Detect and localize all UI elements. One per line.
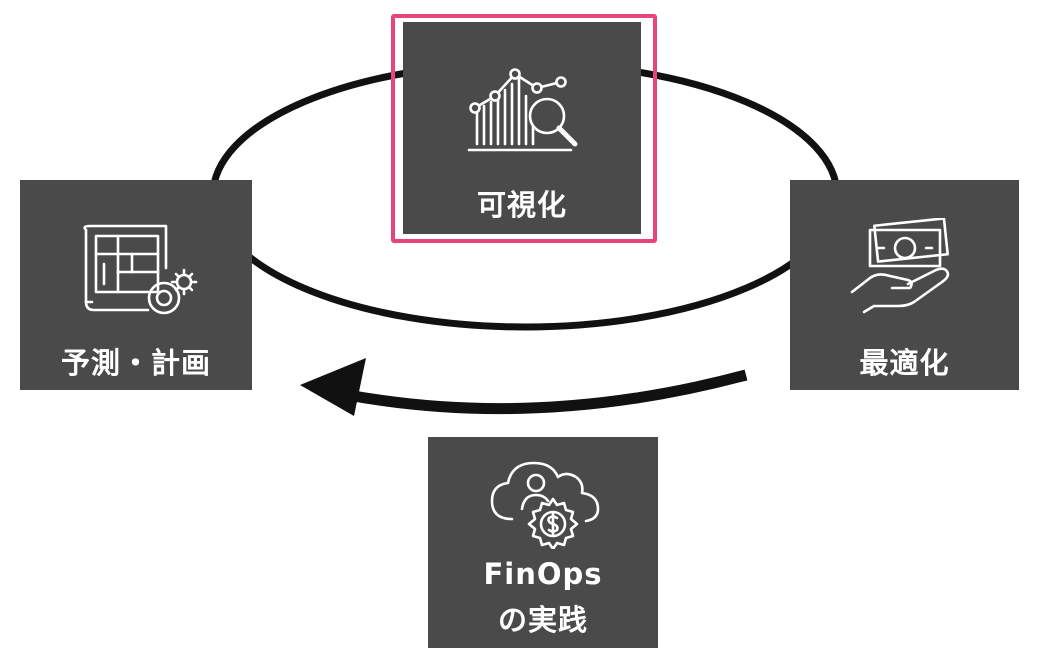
return-arrow-head [300, 358, 366, 416]
hand-money-icon [850, 218, 950, 314]
node-optimize-label: 最適化 [859, 346, 950, 380]
chart-magnifier-icon [467, 68, 578, 152]
node-visualize: 可視化 [403, 22, 641, 234]
cloud-person-dollar-gear-icon [490, 461, 600, 549]
node-forecast: 予測・計画 [20, 180, 252, 390]
node-practice-label-line1: FinOps [483, 557, 603, 591]
blueprint-gear-icon [83, 224, 198, 315]
node-practice-label-line2: の実践 [497, 603, 588, 637]
node-forecast-label: 予測・計画 [60, 346, 211, 380]
node-practice: FinOps の実践 [428, 437, 658, 648]
node-visualize-label: 可視化 [476, 188, 567, 222]
return-arrow-line [347, 369, 748, 415]
node-optimize: 最適化 [790, 180, 1019, 390]
